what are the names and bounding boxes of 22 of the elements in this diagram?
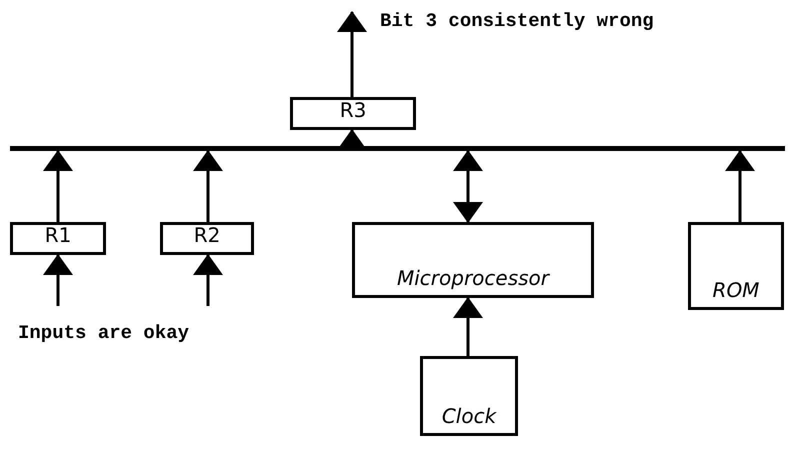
arrow xyxy=(453,297,483,356)
arrow xyxy=(193,254,223,306)
register-box xyxy=(290,97,416,130)
box-label: R1 xyxy=(44,224,72,246)
processor-box xyxy=(352,222,594,298)
box-label: ROM xyxy=(712,279,760,301)
box-label: R3 xyxy=(340,99,366,121)
arrow xyxy=(43,254,73,306)
arrow xyxy=(43,150,73,222)
arrow xyxy=(337,11,367,97)
register-box xyxy=(160,222,254,255)
box-label: R2 xyxy=(194,224,220,246)
box-label: Clock xyxy=(442,405,496,427)
note-text: Inputs are okay xyxy=(18,322,190,344)
note-text: Bit 3 consistently wrong xyxy=(380,10,654,32)
arrow xyxy=(453,150,483,223)
box-label: Microprocessor xyxy=(396,267,550,289)
arrow xyxy=(193,150,223,222)
clock-box xyxy=(420,356,518,436)
register-box xyxy=(10,222,106,255)
memory-box xyxy=(688,222,784,310)
arrow xyxy=(725,150,755,222)
